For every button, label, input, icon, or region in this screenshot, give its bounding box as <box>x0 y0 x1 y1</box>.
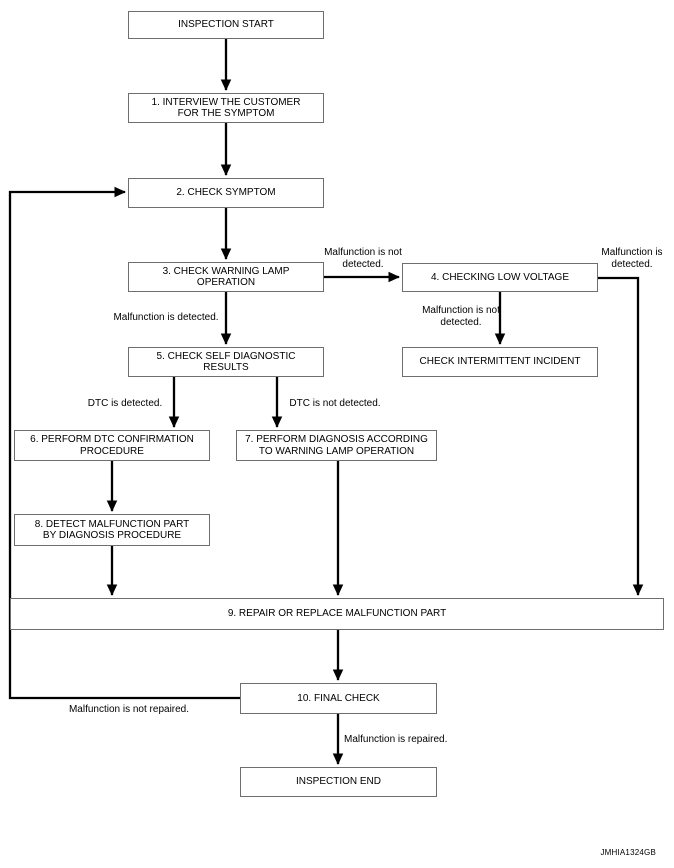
edge-step10-loop-to-step2 <box>8 186 240 700</box>
edge-label-dtc-detected: DTC is detected. <box>87 398 163 409</box>
node-label: 1. INTERVIEW THE CUSTOMER FOR THE SYMPTO… <box>151 96 301 120</box>
node-label: 7. PERFORM DIAGNOSIS ACCORDING TO WARNIN… <box>245 434 428 457</box>
node-step-7: 7. PERFORM DIAGNOSIS ACCORDING TO WARNIN… <box>236 430 437 461</box>
node-inspection-start: INSPECTION START <box>128 11 324 39</box>
node-label: INSPECTION END <box>295 776 381 788</box>
edge-label-lamp-detected: Malfunction is detected. <box>113 312 219 323</box>
node-label: 8. DETECT MALFUNCTION PART BY DIAGNOSIS … <box>34 518 190 542</box>
node-label: CHECK INTERMITTENT INCIDENT <box>419 356 581 368</box>
edge-label-voltage-detected: Malfunction is detected. <box>601 247 663 270</box>
node-label: 5. CHECK SELF DIAGNOSTIC RESULTS <box>156 350 296 374</box>
node-step-5: 5. CHECK SELF DIAGNOSTIC RESULTS <box>128 347 324 377</box>
node-step-4: 4. CHECKING LOW VOLTAGE <box>402 263 598 292</box>
edge-label-not-repaired: Malfunction is not repaired. <box>68 704 190 715</box>
node-label: 4. CHECKING LOW VOLTAGE <box>431 271 569 283</box>
node-label: INSPECTION START <box>178 19 274 31</box>
edge-label-dtc-not-detected: DTC is not detected. <box>289 398 381 409</box>
node-step-2: 2. CHECK SYMPTOM <box>128 178 324 208</box>
figure-code: JMHIA1324GB <box>600 848 656 857</box>
node-check-intermittent-incident: CHECK INTERMITTENT INCIDENT <box>402 347 598 377</box>
node-step-3: 3. CHECK WARNING LAMP OPERATION <box>128 262 324 292</box>
node-step-6: 6. PERFORM DTC CONFIRMATION PROCEDURE <box>14 430 210 461</box>
node-label: 2. CHECK SYMPTOM <box>176 187 276 199</box>
node-label: 10. FINAL CHECK <box>297 692 380 704</box>
node-step-10: 10. FINAL CHECK <box>240 683 437 714</box>
edge-label-repaired: Malfunction is repaired. <box>344 734 448 745</box>
node-step-8: 8. DETECT MALFUNCTION PART BY DIAGNOSIS … <box>14 514 210 546</box>
node-label: 3. CHECK WARNING LAMP OPERATION <box>162 265 290 289</box>
node-label: 9. REPAIR OR REPLACE MALFUNCTION PART <box>227 608 447 620</box>
edge-step4-to-step9 <box>598 276 644 596</box>
node-step-1: 1. INTERVIEW THE CUSTOMER FOR THE SYMPTO… <box>128 93 324 123</box>
node-label: 6. PERFORM DTC CONFIRMATION PROCEDURE <box>30 434 194 457</box>
edge-label-lamp-not-detected: Malfunction is not detected. <box>324 247 402 270</box>
node-inspection-end: INSPECTION END <box>240 767 437 797</box>
edge-label-voltage-not-detected: Malfunction is not detected. <box>422 305 500 328</box>
node-step-9: 9. REPAIR OR REPLACE MALFUNCTION PART <box>10 598 664 630</box>
